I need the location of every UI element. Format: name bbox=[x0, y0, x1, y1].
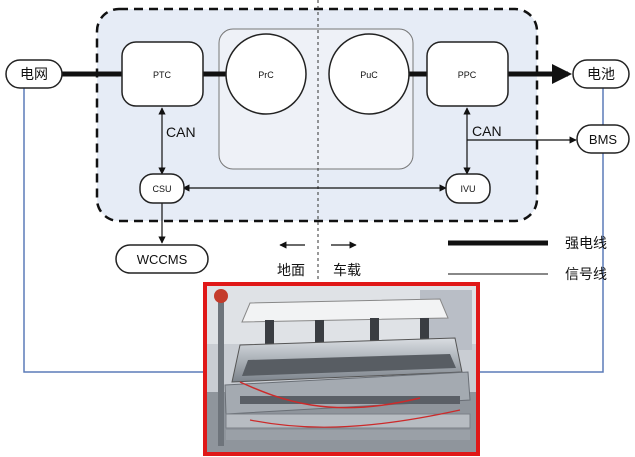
node-bms: BMS bbox=[577, 125, 629, 153]
warning-beacon bbox=[214, 289, 228, 303]
node-ppc-label: PPC bbox=[458, 70, 477, 80]
node-ivu: IVU bbox=[446, 174, 490, 203]
node-wccms-label: WCCMS bbox=[137, 252, 188, 267]
node-battery: 电池 bbox=[573, 60, 629, 88]
can-label-right: CAN bbox=[472, 123, 502, 139]
node-grid: 电网 bbox=[6, 60, 62, 88]
node-wccms: WCCMS bbox=[116, 245, 208, 273]
node-ivu-label: IVU bbox=[460, 184, 475, 194]
node-ppc: PPC bbox=[427, 42, 508, 106]
vehicle-side-label: 车载 bbox=[333, 262, 361, 279]
node-prc-label: PrC bbox=[258, 70, 274, 80]
node-ptc-label: PTC bbox=[153, 70, 172, 80]
node-prc: PrC bbox=[226, 34, 306, 114]
can-label-left: CAN bbox=[166, 124, 196, 140]
legend: 强电线 信号线 bbox=[448, 236, 607, 283]
node-battery-label: 电池 bbox=[587, 67, 615, 83]
node-csu: CSU bbox=[140, 174, 184, 203]
legend-power-line-label: 强电线 bbox=[565, 236, 607, 252]
legend-signal-line-label: 信号线 bbox=[565, 267, 607, 283]
node-csu-label: CSU bbox=[152, 184, 171, 194]
node-grid-label: 电网 bbox=[20, 67, 48, 83]
ground-side-label: 地面 bbox=[277, 263, 305, 279]
node-bms-label: BMS bbox=[589, 132, 618, 147]
node-puc-label: PuC bbox=[360, 70, 378, 80]
node-ptc: PTC bbox=[122, 42, 203, 106]
node-puc: PuC bbox=[329, 34, 409, 114]
test-bench-photo bbox=[205, 284, 478, 454]
